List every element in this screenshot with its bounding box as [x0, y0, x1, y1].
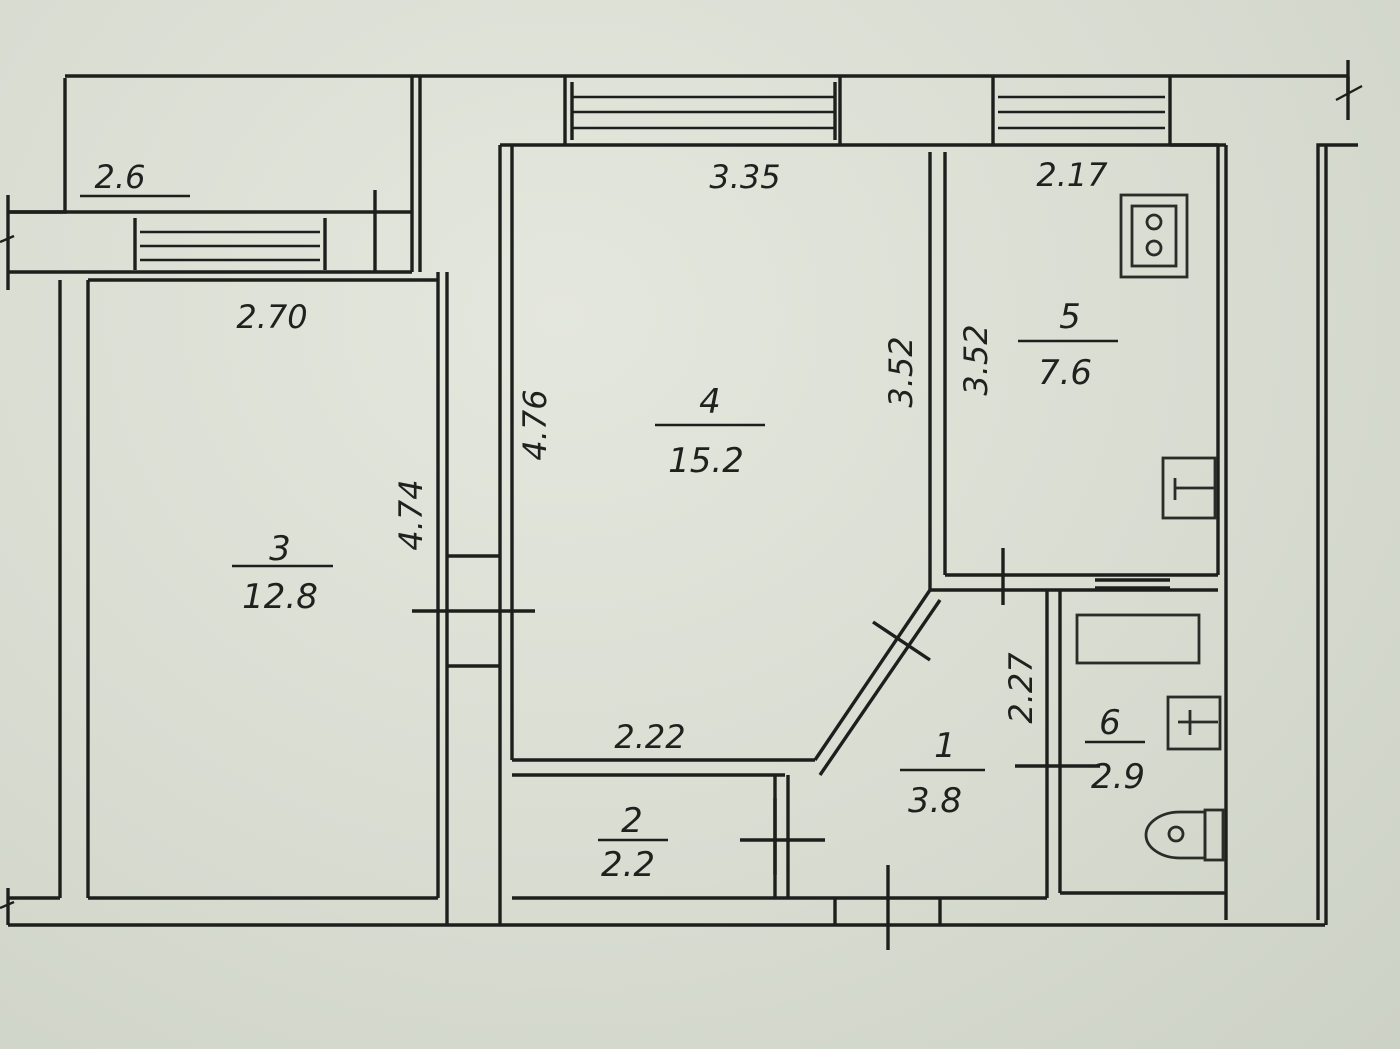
outer-wall-top	[8, 78, 67, 214]
room-4-label: 4 15.2	[655, 382, 765, 481]
toilet-icon	[1144, 808, 1225, 862]
room-3-number: 3	[269, 529, 291, 569]
window-room4	[570, 82, 837, 140]
room-2-area: 2.2	[601, 845, 655, 885]
room-1-number: 1	[934, 726, 956, 766]
dim-room4-bottom-width: 2.22	[614, 718, 685, 756]
dim-room4-left-length: 4.76	[516, 389, 554, 460]
windows	[133, 82, 1165, 270]
sink-icon	[1161, 456, 1217, 520]
room-2-label: 2 2.2	[598, 801, 668, 885]
dim-room4-width: 3.35	[709, 158, 780, 196]
dim-kitchen-length: 3.52	[957, 324, 995, 395]
room-2-number: 2	[621, 801, 643, 841]
dim-room3-width: 2.70	[236, 298, 307, 336]
dim-balcony-width: 2.6	[95, 158, 146, 196]
dim-hall-length: 2.27	[1002, 652, 1040, 724]
room-5-number: 5	[1059, 297, 1081, 337]
room-6-area: 2.9	[1091, 757, 1145, 797]
dim-kitchen-width: 2.17	[1036, 156, 1108, 194]
room-3-area: 12.8	[242, 577, 318, 617]
doors	[412, 548, 1100, 950]
room-4-area: 15.2	[668, 441, 744, 481]
room-5-label: 5 7.6	[1018, 297, 1118, 393]
room-4-number: 4	[699, 382, 721, 422]
room-1-area: 3.8	[908, 781, 962, 821]
room-5-area: 7.6	[1038, 353, 1092, 393]
room-labels: 3 12.8 4 15.2 5 7.6 1 3.8 2 2.2 6 2.9	[232, 297, 1145, 885]
room-6-number: 6	[1099, 703, 1121, 743]
dim-room3-length: 4.74	[392, 479, 430, 550]
washbasin-icon	[1166, 695, 1222, 751]
room-6-label: 6 2.9	[1085, 703, 1145, 797]
room-3-label: 3 12.8	[232, 529, 333, 617]
door-room4	[872, 620, 931, 662]
room-1-label: 1 3.8	[900, 726, 985, 821]
stove-icon	[1119, 193, 1189, 279]
window-room3	[133, 218, 327, 270]
window-kitchen	[998, 95, 1165, 130]
bathtub-icon	[1075, 613, 1201, 665]
walls	[0, 60, 1363, 927]
dim-room4-right-length: 3.52	[882, 336, 920, 407]
dimension-labels: 2.6 2.70 3.35 2.17 2.22 4.74 4.76 3.52 3…	[80, 156, 1108, 756]
